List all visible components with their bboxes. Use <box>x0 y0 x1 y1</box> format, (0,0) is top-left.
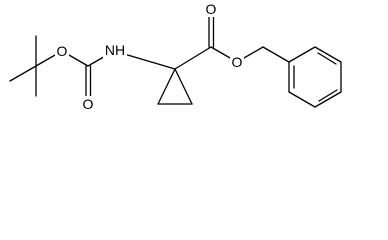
bond-phenyl-inner-3 <box>317 52 337 65</box>
bond-ring-left <box>157 68 176 105</box>
bond-phenyl-inner-2 <box>318 89 338 102</box>
bond-tbu-methyl-left <box>9 65 37 82</box>
svg-text:O: O <box>57 43 68 59</box>
bond-cyclopropane-to-ester-carbon <box>174 46 212 70</box>
svg-text:O: O <box>232 54 243 70</box>
chemical-structure-diagram: O O NH O O <box>9 1 342 112</box>
bond-ring-right <box>174 68 193 105</box>
bond-phenyl-2 <box>288 91 316 108</box>
cyclopropane-ring <box>157 68 193 105</box>
atom-label-amine-nh: NH <box>103 42 127 58</box>
bond-phenyl-6 <box>288 46 316 63</box>
bond-phenyl-3 <box>314 91 342 108</box>
phenyl-ring <box>288 46 342 108</box>
svg-text:O: O <box>206 1 217 17</box>
bond-phenyl-5 <box>314 46 342 63</box>
svg-text:NH: NH <box>105 42 125 58</box>
atom-label-carbamate-carbonyl-oxygen: O <box>81 96 95 112</box>
tert-butyl-group <box>9 35 63 97</box>
atom-label-ester-oxygen: O <box>230 54 244 70</box>
bond-ch2-to-phenyl <box>262 46 290 63</box>
atom-label-carbamate-ether-oxygen: O <box>55 43 69 59</box>
svg-text:O: O <box>83 96 94 112</box>
atom-label-ester-carbonyl-oxygen: O <box>204 1 218 17</box>
